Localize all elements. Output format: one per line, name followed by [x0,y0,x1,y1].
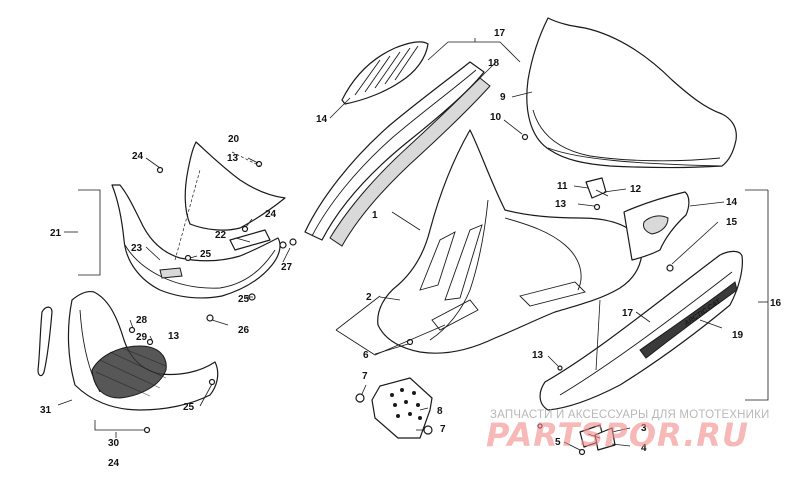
callout-13a: 13 [227,153,239,164]
callout-13c: 13 [555,199,567,210]
nose-upper-part [184,141,286,231]
fasteners [128,133,674,435]
callout-17b: 17 [622,308,634,319]
callout-21: 21 [50,228,62,239]
callout-25a: 25 [200,249,212,260]
callout-13b: 13 [168,331,180,342]
callout-5: 5 [555,437,561,448]
callout-14b: 14 [726,197,738,208]
bracket-parts [537,423,616,456]
windshield-part [526,17,737,169]
reflective-strip-part [329,77,491,247]
watermark-logo: PARTSPOR.RU [486,416,749,454]
callout-23: 23 [131,243,143,254]
callout-27: 27 [281,262,293,273]
callout-14a: 14 [316,114,328,125]
callout-16: 16 [770,298,782,309]
callout-3: 3 [641,423,647,434]
callout-2: 2 [366,292,372,303]
callout-4: 4 [641,443,647,454]
mounting-plate-part [371,377,433,439]
callout-25b: 25 [238,294,250,305]
callout-26: 26 [238,325,250,336]
callout-7a: 7 [362,371,368,382]
callout-24c: 24 [108,458,120,469]
callout-17a: 17 [494,28,506,39]
callout-10: 10 [490,112,502,123]
watermark: ЗАПЧАСТИ И АКСЕССУАРЫ ДЛЯ МОТОТЕХНИКИ PA… [486,409,770,454]
callout-30: 30 [108,438,120,449]
callout-1: 1 [372,210,378,221]
callout-6: 6 [363,350,369,361]
upper-vent-part [341,41,429,105]
callout-19: 19 [732,330,744,341]
main-hood-part [377,129,643,354]
nose-lower-part [111,184,281,299]
right-side-panel-part: ARCTIC CAT [539,250,743,411]
callout-8: 8 [437,406,443,417]
side-vent-part [623,191,690,261]
callout-25c: 25 [183,402,195,413]
callout-12: 12 [630,184,642,195]
leader-lines [57,38,769,451]
windshield-bracket-part [585,177,609,199]
bumper-clip-part [229,229,271,251]
callout-numbers: 1 2 3 4 5 6 7 7 8 9 10 11 12 13 13 13 13… [40,28,782,469]
callout-29: 29 [136,332,148,343]
callout-11: 11 [557,181,568,192]
callout-9: 9 [500,92,506,103]
side-trim-strip-part [304,61,485,241]
callout-15: 15 [726,217,738,228]
grille-mesh-part [91,345,167,399]
headlight-trim-part [37,306,53,377]
callout-13d: 13 [532,350,544,361]
callout-18: 18 [488,58,500,69]
callout-31: 31 [40,405,52,416]
watermark-subtitle: ЗАПЧАСТИ И АКСЕССУАРЫ ДЛЯ МОТОТЕХНИКИ [490,409,770,421]
callout-20: 20 [228,134,240,145]
callout-22: 22 [215,230,227,241]
callout-24b: 24 [265,209,277,220]
callout-7b: 7 [440,424,446,435]
callout-24a: 24 [132,151,144,162]
callout-28: 28 [136,315,148,326]
